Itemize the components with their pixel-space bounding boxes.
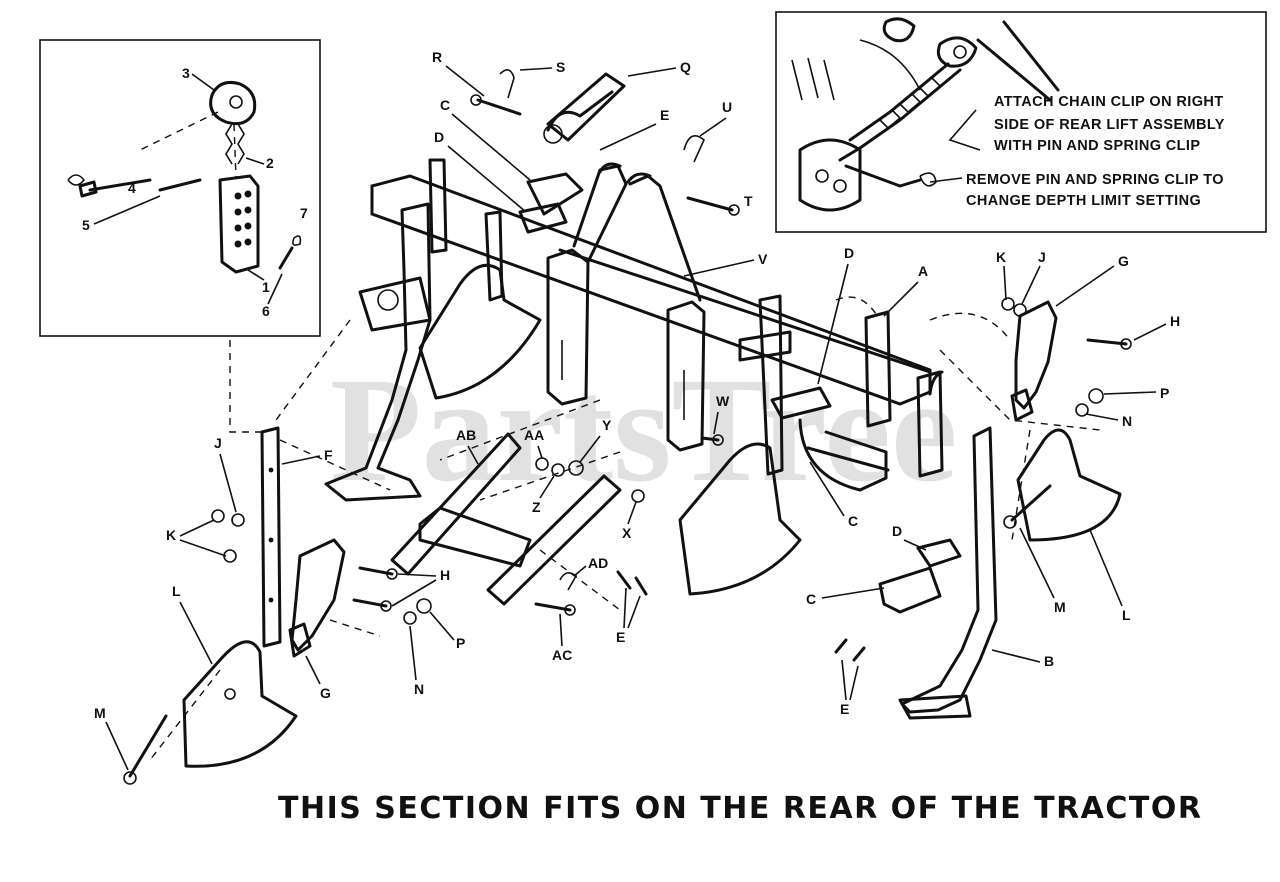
callout-6: 6 — [262, 303, 270, 319]
callout-p-right: P — [1160, 385, 1169, 401]
callout-ac: AC — [552, 647, 572, 663]
callout-m-right: M — [1054, 599, 1066, 615]
callout-d-top: D — [434, 129, 444, 145]
callout-l-right: L — [1122, 607, 1131, 623]
callout-j-right: J — [1038, 249, 1046, 265]
callout-y: Y — [602, 417, 612, 433]
callout-t: T — [744, 193, 753, 209]
callout-f: F — [324, 447, 333, 463]
left-inset: 3 2 4 5 7 1 6 — [39, 39, 321, 337]
callout-c-mid: C — [848, 513, 858, 529]
callout-2: 2 — [266, 155, 274, 171]
callout-3: 3 — [182, 65, 190, 81]
callout-u: U — [722, 99, 732, 115]
callout-7: 7 — [300, 205, 308, 221]
attach-instruction-line2: SIDE OF REAR LIFT ASSEMBLY — [994, 117, 1225, 133]
callout-d-low: D — [892, 523, 902, 539]
callout-ad: AD — [588, 555, 608, 571]
remove-instruction-line2: CHANGE DEPTH LIMIT SETTING — [966, 193, 1201, 209]
callout-b: B — [1044, 653, 1054, 669]
callout-a: A — [918, 263, 928, 279]
callout-g-right: G — [1118, 253, 1129, 269]
callout-z: Z — [532, 499, 541, 515]
right-inset: ATTACH CHAIN CLIP ON RIGHT SIDE OF REAR … — [775, 11, 1267, 233]
callout-k-right: K — [996, 249, 1006, 265]
callout-w: W — [716, 393, 730, 409]
watermark: PartsTree — [330, 347, 957, 513]
callout-v: V — [758, 251, 768, 267]
callout-aa: AA — [524, 427, 544, 443]
callout-h-right: H — [1170, 313, 1180, 329]
callout-e-top: E — [660, 107, 669, 123]
callout-g-left: G — [320, 685, 331, 701]
callout-d-mid: D — [844, 245, 854, 261]
callout-e-mid: E — [616, 629, 625, 645]
callout-p-left: P — [456, 635, 465, 651]
callout-m-left: M — [94, 705, 106, 721]
attach-instruction-line3: WITH PIN AND SPRING CLIP — [994, 138, 1200, 154]
callout-labels: R S Q C E U D T V D A K J G H P N W AB — [94, 49, 1180, 771]
callout-q: Q — [680, 59, 691, 75]
attach-instruction-line1: ATTACH CHAIN CLIP ON RIGHT — [994, 94, 1224, 110]
main-assembly — [123, 69, 1132, 785]
callout-c-top: C — [440, 97, 450, 113]
callout-e-low: E — [840, 701, 849, 717]
callout-j-left: J — [214, 435, 222, 451]
callout-4: 4 — [128, 180, 136, 196]
callout-x: X — [622, 525, 632, 541]
callout-n-right: N — [1122, 413, 1132, 429]
callout-5: 5 — [82, 217, 90, 233]
callout-l-left: L — [172, 583, 181, 599]
footer-caption: THIS SECTION FITS ON THE REAR OF THE TRA… — [278, 791, 1203, 826]
callout-k-left: K — [166, 527, 176, 543]
callout-r: R — [432, 49, 442, 65]
callout-1: 1 — [262, 279, 270, 295]
callout-n-left: N — [414, 681, 424, 697]
remove-instruction-line1: REMOVE PIN AND SPRING CLIP TO — [966, 172, 1224, 188]
callout-ab: AB — [456, 427, 476, 443]
callout-c-low: C — [806, 591, 816, 607]
callout-s: S — [556, 59, 565, 75]
callout-h-left: H — [440, 567, 450, 583]
